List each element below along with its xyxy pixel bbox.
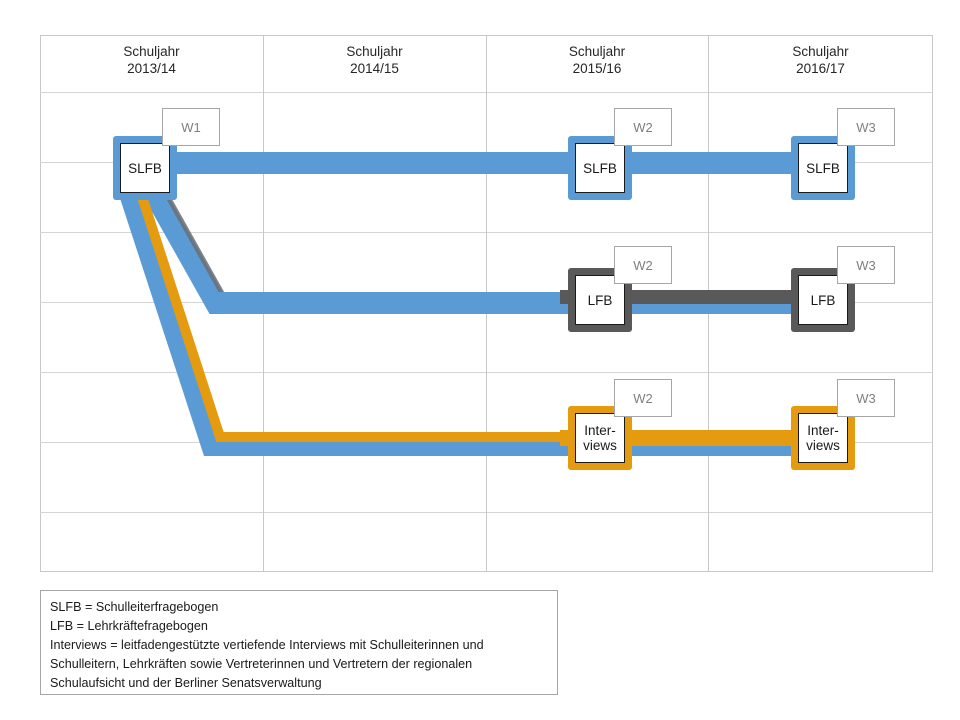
column-header-label: Schuljahr [792, 44, 849, 59]
node-label: SLFB [575, 143, 625, 193]
legend-line-interviews: Interviews = leitfadengestützte vertiefe… [50, 638, 484, 652]
connector-slfb-to-lfb [134, 169, 580, 314]
column-header-label: Schuljahr [123, 44, 180, 59]
column-header-label: Schuljahr [346, 44, 403, 59]
wave-label-text: W3 [856, 390, 876, 406]
column-header-year: 2014/15 [350, 61, 399, 76]
legend-line-lfb: LFB = Lehrkräftefragebogen [50, 619, 208, 633]
wave-label-interviews-2015-16: W2 [614, 379, 672, 417]
node-slfb-2015-16[interactable]: SLFB [568, 136, 632, 200]
wave-label-lfb-2015-16: W2 [614, 246, 672, 284]
node-label: SLFB [798, 143, 848, 193]
column-header-2014-15: Schuljahr 2014/15 [263, 43, 486, 77]
legend-line-slfb: SLFB = Schulleiterfragebogen [50, 600, 219, 614]
node-label: Inter- views [575, 413, 625, 463]
legend-line-interviews-cont2: Schulaufsicht und der Berliner Senatsver… [50, 676, 322, 690]
wave-label-slfb-2015-16: W2 [614, 108, 672, 146]
wave-label-text: W2 [633, 390, 653, 406]
node-label: Inter- views [798, 413, 848, 463]
node-slfb-2016-17[interactable]: SLFB [791, 136, 855, 200]
wave-label-lfb-2016-17: W3 [837, 246, 895, 284]
node-label: SLFB [120, 143, 170, 193]
legend-box: SLFB = Schulleiterfragebogen LFB = Lehrk… [40, 590, 558, 695]
column-header-2016-17: Schuljahr 2016/17 [708, 43, 933, 77]
column-header-2013-14: Schuljahr 2013/14 [40, 43, 263, 77]
wave-label-slfb-2013-14: W1 [162, 108, 220, 146]
column-header-2015-16: Schuljahr 2015/16 [486, 43, 708, 77]
column-header-year: 2016/17 [796, 61, 845, 76]
legend-line-interviews-cont1: Schulleitern, Lehrkräften sowie Vertrete… [50, 657, 473, 671]
wave-label-text: W2 [633, 119, 653, 135]
connector-slfb-to-lfb-edge [151, 170, 580, 298]
column-header-year: 2013/14 [127, 61, 176, 76]
column-header-year: 2015/16 [572, 61, 622, 76]
wave-label-text: W3 [856, 119, 876, 135]
column-header-label: Schuljahr [568, 44, 626, 59]
wave-label-slfb-2016-17: W3 [837, 108, 895, 146]
wave-label-text: W2 [633, 257, 653, 273]
node-slfb-2013-14[interactable]: SLFB [113, 136, 177, 200]
timeline-diagram: Schuljahr 2013/14 Schuljahr 2014/15 Schu… [40, 35, 933, 572]
wave-label-text: W1 [181, 119, 201, 135]
wave-label-interviews-2016-17: W3 [837, 379, 895, 417]
wave-label-text: W3 [856, 257, 876, 273]
